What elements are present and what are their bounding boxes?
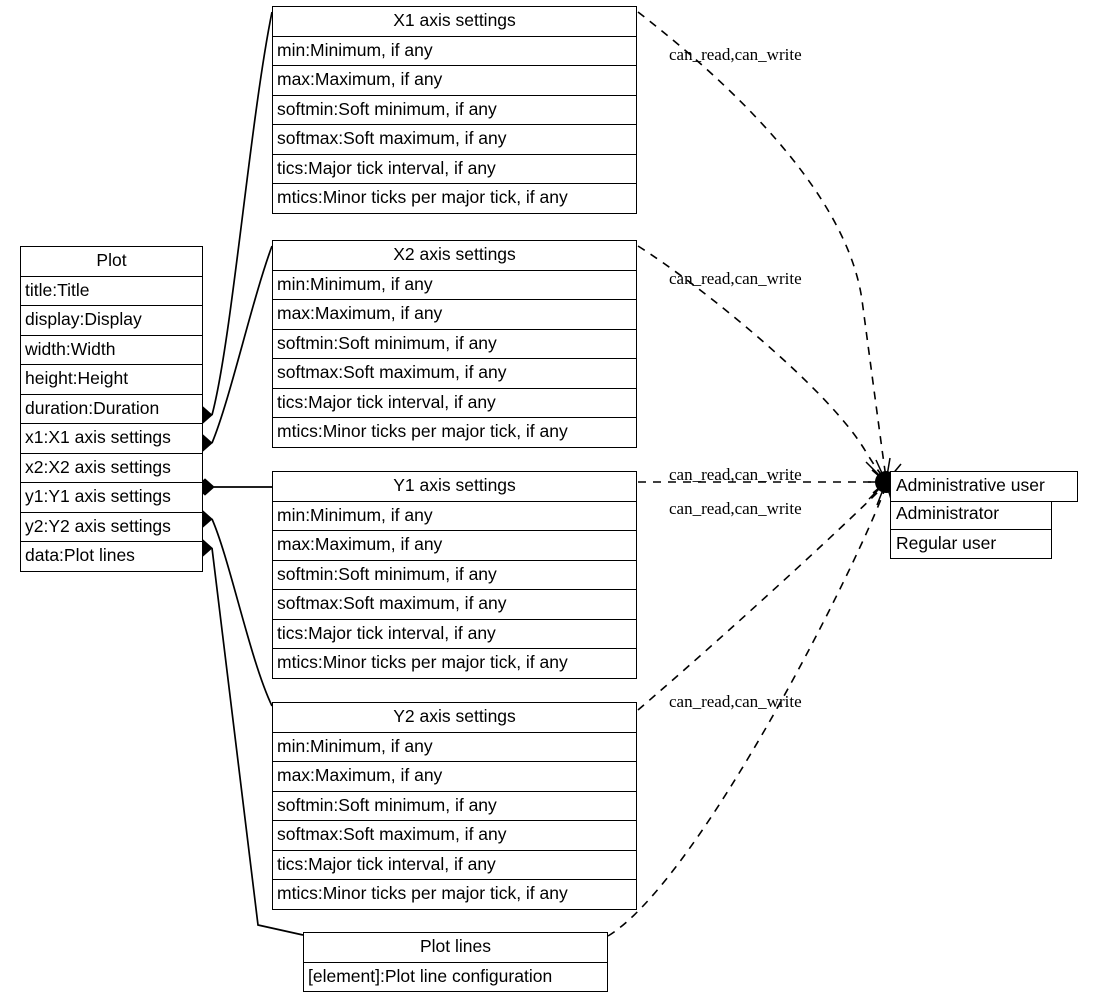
- edge-label-x1-admin: can_read,can_write: [669, 45, 802, 64]
- attr-x1-mtics: mtics:Minor ticks per major tick, if any: [277, 187, 568, 207]
- class-box-y1-axis-settings[interactable]: Y1 axis settings min:Minimum, if any max…: [272, 471, 637, 679]
- class-title-x1: X1 axis settings: [273, 7, 636, 37]
- attr-y2-max: max:Maximum, if any: [273, 762, 636, 792]
- class-title-y2: Y2 axis settings: [273, 703, 636, 733]
- attr-x1-softmin: softmin:Soft minimum, if any: [273, 96, 636, 125]
- edge-label-y1-admin: can_read,can_write: [669, 465, 802, 484]
- attr-admin-regular-user: Regular user: [896, 532, 997, 553]
- attr-plot-duration: duration:Duration: [21, 395, 202, 424]
- attr-y2-mtics: mtics:Minor ticks per major tick, if any: [277, 883, 568, 903]
- attr-plot-width: width:Width: [21, 336, 202, 365]
- attr-y1-softmin: softmin:Soft minimum, if any: [273, 561, 636, 590]
- class-box-y2-axis-settings[interactable]: Y2 axis settings min:Minimum, if any max…: [272, 702, 637, 910]
- class-box-plot[interactable]: Plot title:Title display:Display width:W…: [20, 246, 203, 572]
- attr-plot-title: title:Title: [21, 277, 202, 306]
- attr-y2-softmax: softmax:Soft maximum, if any: [273, 821, 636, 851]
- edge-plot-x2: [211, 245, 273, 444]
- edge-y2-admin: [637, 485, 885, 711]
- attr-x1-max: max:Maximum, if any: [273, 66, 636, 96]
- class-title-x2: X2 axis settings: [273, 241, 636, 271]
- attr-plot-display: display:Display: [21, 306, 202, 336]
- edge-x1-admin: [637, 11, 887, 479]
- attr-plot-height: height:Height: [21, 365, 202, 395]
- attr-y2-min: min:Minimum, if any: [273, 733, 636, 762]
- attr-plot-data: data:Plot lines: [25, 545, 135, 565]
- attr-x1-softmax: softmax:Soft maximum, if any: [273, 125, 636, 155]
- class-title-y1: Y1 axis settings: [273, 472, 636, 502]
- attr-x2-softmax: softmax:Soft maximum, if any: [273, 359, 636, 389]
- edge-label-y1b-admin: can_read,can_write: [669, 499, 802, 518]
- class-box-plot-lines[interactable]: Plot lines [element]:Plot line configura…: [303, 932, 608, 992]
- class-title-plot-lines: Plot lines: [304, 933, 607, 963]
- class-box-x1-axis-settings[interactable]: X1 axis settings min:Minimum, if any max…: [272, 6, 637, 214]
- attr-plot-x1: x1:X1 axis settings: [21, 424, 202, 454]
- class-box-administrative-user-header[interactable]: Administrative user: [890, 471, 1078, 502]
- class-title-administrative-user: Administrative user: [896, 475, 1045, 495]
- attr-x2-min: min:Minimum, if any: [273, 271, 636, 300]
- attr-y2-tics: tics:Major tick interval, if any: [273, 851, 636, 880]
- attr-x2-softmin: softmin:Soft minimum, if any: [273, 330, 636, 359]
- edge-label-plotlines-admin: can_read,can_write: [669, 692, 802, 711]
- attr-y1-min: min:Minimum, if any: [273, 502, 636, 531]
- attr-y1-mtics: mtics:Minor ticks per major tick, if any: [277, 652, 568, 672]
- attr-plot-y2: y2:Y2 axis settings: [21, 513, 202, 542]
- attr-y1-max: max:Maximum, if any: [273, 531, 636, 561]
- class-box-x2-axis-settings[interactable]: X2 axis settings min:Minimum, if any max…: [272, 240, 637, 448]
- attr-x1-tics: tics:Major tick interval, if any: [273, 155, 636, 184]
- attr-y1-tics: tics:Major tick interval, if any: [273, 620, 636, 649]
- attr-plot-y1: y1:Y1 axis settings: [21, 483, 202, 513]
- attr-plot-x2: x2:X2 axis settings: [21, 454, 202, 483]
- attr-plot-lines-element: [element]:Plot line configuration: [308, 965, 553, 986]
- class-title-plot: Plot: [21, 247, 202, 277]
- attr-admin-administrator: Administrator: [891, 500, 1051, 530]
- edge-plot-x1: [211, 11, 273, 416]
- attr-x1-min: min:Minimum, if any: [273, 37, 636, 66]
- edge-plotlines-admin: [607, 485, 887, 937]
- edge-plot-y2: [211, 518, 273, 707]
- attr-x2-mtics: mtics:Minor ticks per major tick, if any: [277, 421, 568, 441]
- edge-label-x2-admin: can_read,can_write: [669, 269, 802, 288]
- attr-y2-softmin: softmin:Soft minimum, if any: [273, 792, 636, 821]
- attr-x2-tics: tics:Major tick interval, if any: [273, 389, 636, 418]
- class-box-administrative-user-body[interactable]: Administrator Regular user: [890, 500, 1052, 559]
- attr-x2-max: max:Maximum, if any: [273, 300, 636, 330]
- attr-y1-softmax: softmax:Soft maximum, if any: [273, 590, 636, 620]
